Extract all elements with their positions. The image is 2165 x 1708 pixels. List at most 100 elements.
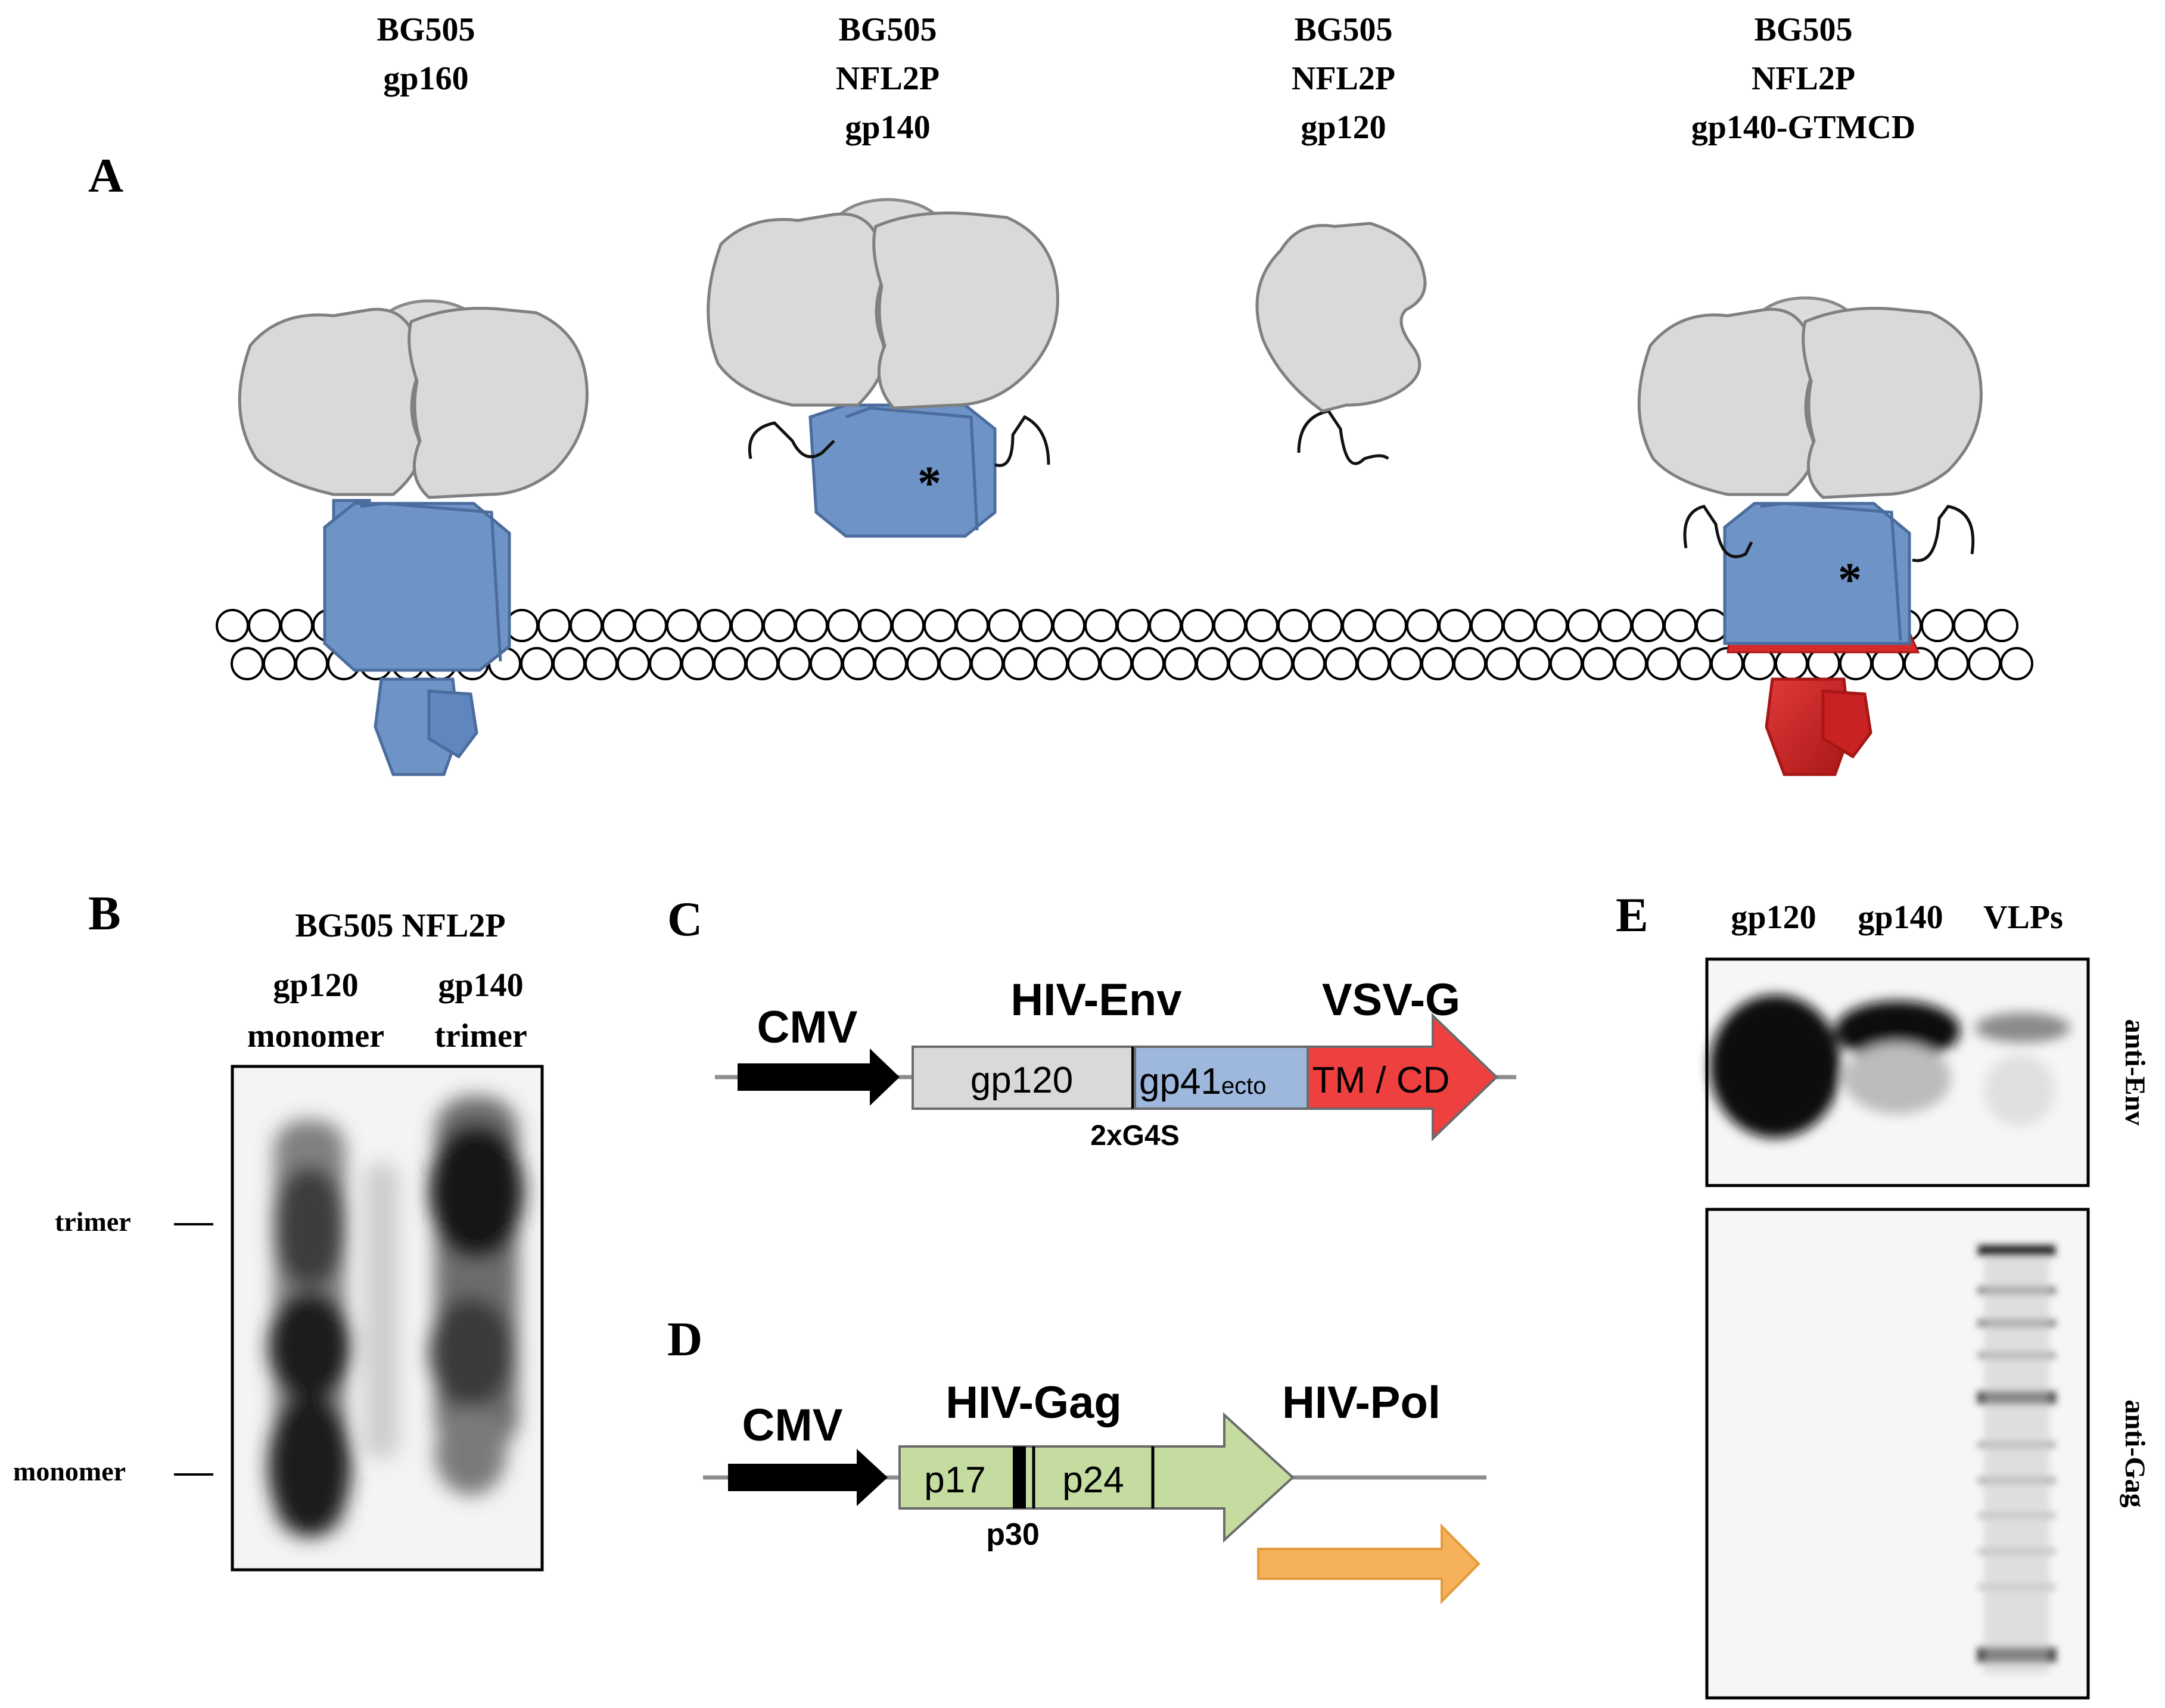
lipid-head bbox=[681, 647, 714, 680]
lipid-head bbox=[1099, 647, 1133, 680]
lipid-head bbox=[1696, 609, 1729, 642]
gp120-head bbox=[1255, 222, 1427, 413]
panel-e: E gp120 gp140 VLPs anti-Env bbox=[1616, 888, 2151, 1700]
lipid-head bbox=[923, 609, 957, 642]
lipid-head bbox=[1374, 609, 1407, 642]
lipid-head bbox=[956, 609, 989, 642]
lipid-head bbox=[777, 647, 811, 680]
env-cmv-arrow bbox=[738, 1049, 900, 1106]
panel-b-title: BG505 NFL2P bbox=[295, 907, 505, 944]
lipid-head bbox=[584, 647, 618, 680]
lipid-head bbox=[1003, 647, 1036, 680]
panel-letter-e: E bbox=[1616, 888, 1648, 942]
construct-3-line-1: BG505 bbox=[1295, 11, 1393, 48]
lipid-head bbox=[1406, 609, 1439, 642]
native-gel bbox=[231, 1065, 544, 1572]
lane-gp120-sublabel: monomer bbox=[247, 1018, 384, 1054]
construct-2-line-3: gp140 bbox=[845, 109, 930, 146]
lipid-head bbox=[1921, 609, 1954, 642]
lipid-head bbox=[1084, 609, 1118, 642]
lipid-head bbox=[810, 647, 843, 680]
lipid-head bbox=[1342, 609, 1375, 642]
lipid-head bbox=[2000, 647, 2033, 680]
lipid-head bbox=[1503, 609, 1536, 642]
panel-letter-c: C bbox=[667, 892, 702, 946]
panel-letter-a: A bbox=[88, 148, 123, 203]
lipid-head bbox=[1470, 609, 1504, 642]
gtmcd-linker-right bbox=[1912, 505, 1975, 562]
lipid-head bbox=[1181, 609, 1214, 642]
lipid-head bbox=[842, 647, 875, 680]
lipid-head bbox=[988, 609, 1021, 642]
lipid-head bbox=[1953, 609, 1986, 642]
vsvg-title: VSV-G bbox=[1322, 975, 1460, 1025]
lipid-head bbox=[537, 609, 571, 642]
lipid-head bbox=[1277, 609, 1311, 642]
pol-arrow bbox=[1257, 1523, 1480, 1604]
lipid-head bbox=[970, 647, 1004, 680]
gtmcd-gp120-left bbox=[1637, 307, 1816, 496]
gp160-trimer bbox=[238, 299, 589, 776]
lipid-head bbox=[1421, 647, 1454, 680]
lane-e-gp140: gp140 bbox=[1858, 899, 1943, 936]
gag-title: HIV-Gag bbox=[945, 1377, 1122, 1428]
gp160-gp120-right bbox=[408, 307, 589, 499]
env-gp120-label: gp120 bbox=[970, 1060, 1073, 1101]
lane-e-gp120: gp120 bbox=[1731, 899, 1816, 936]
construct-3-line-2: NFL2P bbox=[1292, 60, 1395, 97]
p30-marker bbox=[1013, 1446, 1026, 1508]
lipid-head bbox=[1052, 609, 1085, 642]
lipid-head bbox=[1968, 647, 2001, 680]
lipid-head bbox=[1453, 647, 1486, 680]
lipid-head bbox=[1196, 647, 1229, 680]
lipid-head bbox=[1631, 609, 1665, 642]
marker-trimer-label: trimer bbox=[55, 1206, 131, 1237]
env-cmv-label: CMV bbox=[757, 1002, 858, 1053]
lipid-head bbox=[634, 609, 667, 642]
lipid-head bbox=[1260, 647, 1293, 680]
lipid-head bbox=[295, 647, 328, 680]
construct-labels: BG505 gp160 BG505 NFL2P gp140 BG505 NFL2… bbox=[377, 11, 1916, 146]
lipid-head bbox=[263, 647, 296, 680]
gp140-linker-left bbox=[748, 421, 835, 459]
lipid-head bbox=[1663, 609, 1697, 642]
construct-4-line-3: gp140-GTMCD bbox=[1691, 109, 1915, 146]
gtmcd-gp120-right bbox=[1802, 307, 1983, 499]
lipid-head bbox=[280, 609, 313, 642]
lipid-head bbox=[1936, 647, 1969, 680]
lipid-head bbox=[1245, 609, 1279, 642]
lipid-head bbox=[1131, 647, 1165, 680]
construct-1-line-2: gp160 bbox=[383, 60, 468, 97]
lipid-head bbox=[505, 609, 539, 642]
panel-d: D CMV p17 p24 p30 HIV-Gag HIV-Pol bbox=[667, 1312, 1486, 1604]
lane-gp120-label: gp120 bbox=[273, 967, 358, 1004]
pol-title: HIV-Pol bbox=[1282, 1377, 1441, 1428]
lipid-head bbox=[1357, 647, 1390, 680]
lipid-head bbox=[1020, 609, 1053, 642]
blot-anti-env bbox=[1705, 957, 2090, 1187]
panel-a: A BG505 gp160 BG505 NFL2P gp140 BG505 NF… bbox=[88, 11, 2033, 776]
anti-env-label: anti-Env bbox=[2119, 1019, 2151, 1126]
gp140-gtmcd-trimer: * bbox=[1637, 296, 1983, 776]
lipid-head bbox=[1292, 647, 1326, 680]
construct-4-line-1: BG505 bbox=[1755, 11, 1853, 48]
lipid-head bbox=[1149, 609, 1182, 642]
construct-2-line-2: NFL2P bbox=[836, 60, 940, 97]
gp160-cytoplasmic-tail bbox=[374, 677, 478, 776]
lipid-head bbox=[216, 609, 249, 642]
env-gp41-segment bbox=[1134, 1046, 1309, 1110]
construct-3-line-3: gp120 bbox=[1301, 109, 1386, 146]
lipid-head bbox=[666, 609, 699, 642]
lipid-head bbox=[713, 647, 746, 680]
lipid-head bbox=[1116, 609, 1150, 642]
lipid-head bbox=[1389, 647, 1422, 680]
gagpol-cmv-arrow bbox=[728, 1449, 888, 1506]
construct-2-line-1: BG505 bbox=[839, 11, 937, 48]
lipid-head bbox=[570, 609, 603, 642]
panel-letter-b: B bbox=[88, 886, 121, 940]
construct-1-line-1: BG505 bbox=[377, 11, 475, 48]
marker-monomer-label: monomer bbox=[13, 1456, 126, 1486]
lipid-head bbox=[1517, 647, 1551, 680]
lipid-head bbox=[1035, 647, 1068, 680]
